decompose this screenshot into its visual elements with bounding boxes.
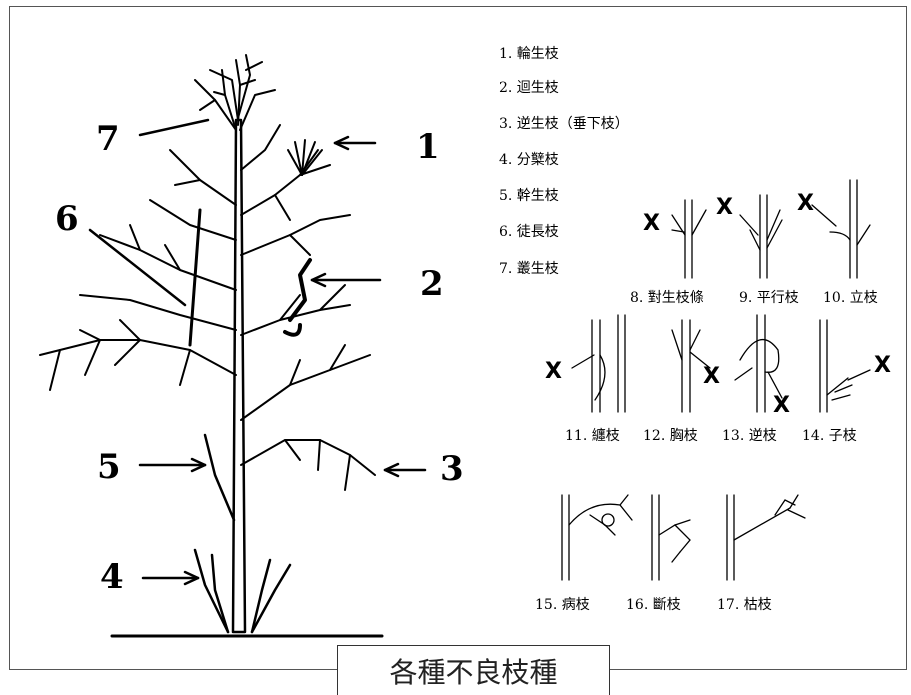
label-6: 6 [55,199,79,239]
left-branches [40,150,236,390]
legend-item-4: 4. 分櫱枝 [499,149,559,169]
sketch-9 [740,195,782,278]
label-3: 3 [440,449,464,489]
label-2: 2 [420,264,444,304]
caption-10: 10. 立枝 [823,287,878,307]
legend-item-6: 6. 徒長枝 [499,221,559,241]
legend-item-5: 5. 幹生枝 [499,185,559,205]
legend-item-2: 2. 迴生枝 [499,77,559,97]
label-1: 1 [416,127,440,167]
legend-item-3: 3. 逆生枝（垂下枝） [499,113,629,133]
x-mark-12: X [703,364,720,389]
caption-9: 9. 平行枝 [739,287,799,307]
x-mark-9: X [716,195,733,220]
right-branches [241,125,375,490]
sketch-10 [812,180,870,278]
tree-trunk [233,120,245,632]
caption-15: 15. 病枝 [535,594,590,614]
pointer-lines [90,120,425,584]
caption-14: 14. 子枝 [802,425,857,445]
caption-12: 12. 胸枝 [643,425,698,445]
sketch-16 [652,495,690,580]
trunk-sprout [205,435,234,520]
label-5: 5 [97,447,121,487]
sketch-17 [727,495,805,580]
x-mark-14: X [874,353,891,378]
caption-17: 17. 枯枝 [717,594,772,614]
label-7: 7 [96,119,120,159]
sketch-15 [562,495,632,580]
x-mark-8: X [643,211,660,236]
caption-13: 13. 逆枝 [722,425,777,445]
x-mark-13: X [773,393,790,418]
label-4: 4 [100,557,124,597]
figure-title: 各種不良枝種 [337,645,610,695]
x-mark-10: X [797,191,814,216]
legend-item-7: 7. 叢生枝 [499,258,559,278]
caption-8: 8. 對生枝條 [630,287,704,307]
caption-11: 11. 纏枝 [565,425,620,445]
x-mark-11: X [545,359,562,384]
caption-16: 16. 斷枝 [626,594,681,614]
sketch-11 [572,315,625,412]
sketch-14 [820,320,870,412]
cluster-branches [195,55,275,130]
sketch-8 [672,200,706,278]
legend-item-1: 1. 輪生枝 [499,43,559,63]
